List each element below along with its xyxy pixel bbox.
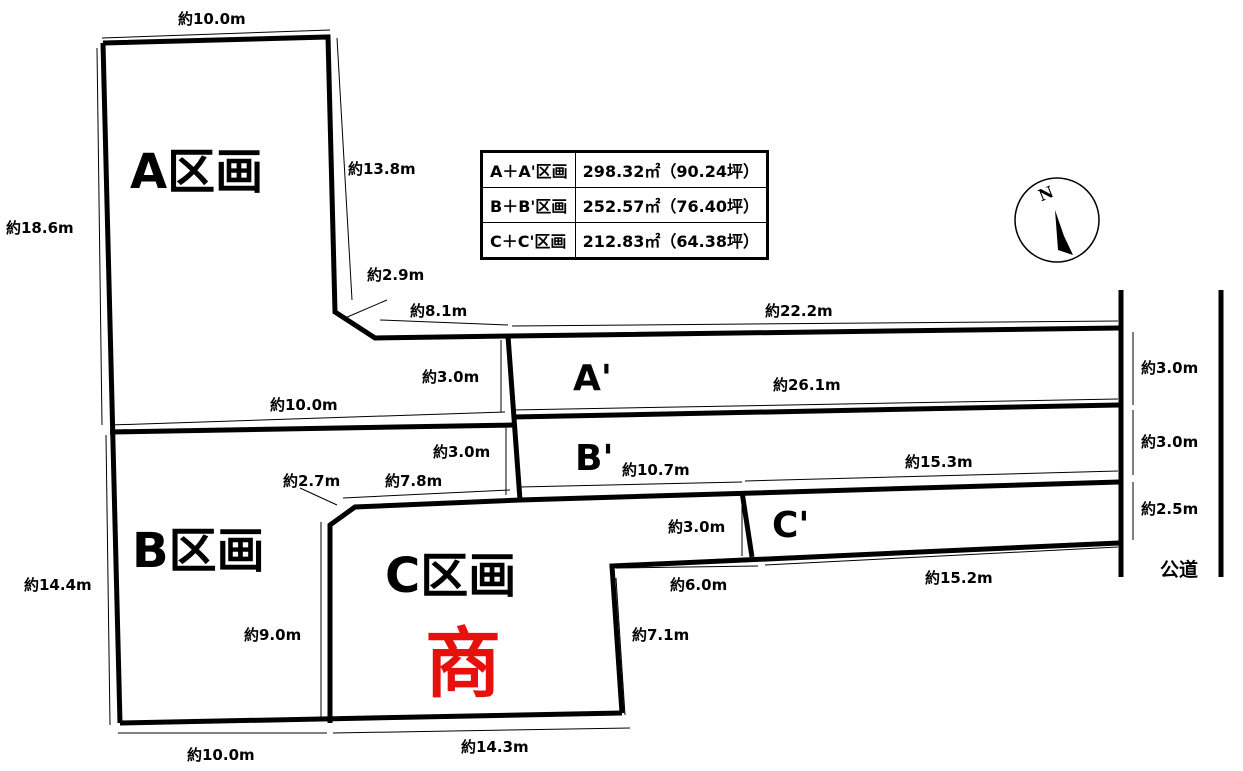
dim-a-top: 約10.0m <box>178 10 246 28</box>
dim-a-left: 約18.6m <box>6 219 74 237</box>
area-row: C＋C'区画 212.83㎡（64.38坪） <box>481 222 769 259</box>
area-row-area: 252.57㎡（76.40坪） <box>574 187 769 223</box>
area-row-area: 212.83㎡（64.38坪） <box>574 222 769 259</box>
plot-c-label: C区画 <box>385 548 516 604</box>
area-row-area: 298.32㎡（90.24坪） <box>574 151 769 188</box>
dim-ab-prime-line: 約26.1m <box>773 376 841 394</box>
dim-bc-boundary: 約9.0m <box>244 626 301 644</box>
dim-a-chamfer: 約2.9m <box>367 266 424 284</box>
dim-aprime-width: 約3.0m <box>1141 359 1198 377</box>
dim-aprime-neck: 約3.0m <box>422 368 479 386</box>
dim-bprime-neck: 約3.0m <box>433 443 490 461</box>
plot-b-label: B区画 <box>132 523 265 579</box>
north-arrow: N <box>1014 177 1100 263</box>
dim-b-chamfer: 約2.7m <box>283 472 340 490</box>
area-row: A＋A'区画 298.32㎡（90.24坪） <box>481 151 769 188</box>
dim-c-right: 約7.1m <box>632 626 689 644</box>
dim-cprime-bottom: 約15.2m <box>925 569 993 587</box>
dim-bc-step: 約7.8m <box>385 472 442 490</box>
area-row: B＋B'区画 252.57㎡（76.40坪） <box>481 187 769 223</box>
dim-bprime-width: 約3.0m <box>1141 433 1198 451</box>
road-label: 公道 <box>1160 558 1198 581</box>
dim-a-step: 約8.1m <box>410 302 467 320</box>
parcel-boundaries <box>100 34 1224 726</box>
dim-cprime-neck: 約3.0m <box>668 518 725 536</box>
commercial-mark: 商 <box>425 619 501 708</box>
area-row-plot: B＋B'区画 <box>481 187 576 223</box>
dim-c-step: 約6.0m <box>670 576 727 594</box>
plot-a-prime-label: A' <box>573 358 612 399</box>
plot-c-prime-label: C' <box>772 505 809 546</box>
dim-a-right: 約13.8m <box>348 160 416 178</box>
dim-bc-prime-a: 約10.7m <box>622 461 690 479</box>
dimension-lines <box>96 29 1134 734</box>
area-row-plot: C＋C'区画 <box>481 222 576 259</box>
dim-b-bottom: 約10.0m <box>187 746 255 764</box>
north-arrow-icon <box>1055 210 1073 255</box>
dim-bc-prime-b: 約15.3m <box>905 453 973 471</box>
dim-b-left: 約14.4m <box>24 576 92 594</box>
area-row-plot: A＋A'区画 <box>481 151 576 188</box>
plot-a-label: A区画 <box>130 144 263 200</box>
dim-c-bottom: 約14.3m <box>461 738 529 756</box>
north-label: N <box>1036 182 1057 205</box>
dim-aprime-top: 約22.2m <box>765 302 833 320</box>
dim-ab-boundary: 約10.0m <box>270 396 338 414</box>
area-table: A＋A'区画 298.32㎡（90.24坪） B＋B'区画 252.57㎡（76… <box>480 150 770 260</box>
dim-cprime-width: 約2.5m <box>1141 500 1198 518</box>
plot-b-prime-label: B' <box>575 438 613 479</box>
